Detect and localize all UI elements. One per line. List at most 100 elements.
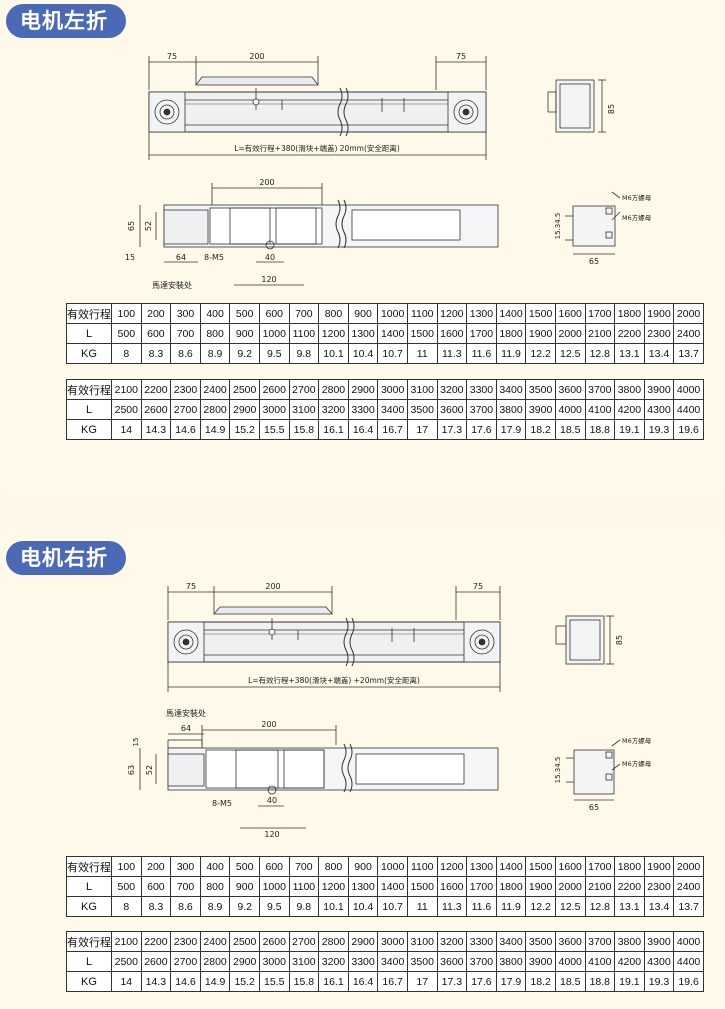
table-cell: 10.4 (347, 896, 379, 917)
table-cell: 2300 (170, 931, 201, 952)
table-cell: 3900 (643, 931, 675, 952)
plan-120: 120 (261, 275, 276, 284)
table-cell: 4000 (554, 951, 586, 972)
table-cell: 8 (111, 896, 142, 917)
table-cell: 16.7 (377, 419, 408, 440)
table-cell: 2900 (347, 379, 379, 400)
table-cell: 3200 (318, 399, 349, 420)
plan-64: 64 (176, 253, 186, 262)
table-cell: 12.8 (584, 896, 616, 917)
table-cell: 700 (288, 303, 320, 324)
table-cell: 4200 (614, 951, 645, 972)
table-cell: 2200 (140, 379, 172, 400)
table-cell: 4000 (673, 379, 704, 400)
table-cell: 11 (406, 343, 438, 364)
table-cell: 2200 (614, 876, 645, 897)
table-cell: 2700 (288, 931, 320, 952)
table-cell: 1000 (258, 323, 290, 344)
table-cell: 19.6 (673, 419, 704, 440)
table-cell: 3100 (406, 379, 438, 400)
table-cell: 19.3 (643, 419, 675, 440)
table-cell: 8.3 (140, 896, 172, 917)
table-cell: 4400 (673, 399, 704, 420)
table-cell: 2600 (140, 951, 172, 972)
table-cell: 3000 (258, 399, 290, 420)
table-cell: 1300 (347, 876, 379, 897)
table-cell: 12.5 (554, 896, 586, 917)
table-cell: 2100 (584, 323, 616, 344)
table-cell: 4000 (554, 399, 586, 420)
table-cell: 16.1 (318, 971, 349, 992)
table-cell: 800 (318, 303, 349, 324)
table-cell: 15.8 (288, 419, 320, 440)
table-cell: 4300 (643, 951, 675, 972)
table-cell: 300 (170, 856, 201, 877)
table-cell: 19.6 (673, 971, 704, 992)
table-cell: 3600 (436, 951, 468, 972)
table-cell: 1000 (258, 876, 290, 897)
row-label: L (66, 323, 112, 344)
table-cell: 3000 (377, 379, 408, 400)
table-cell: 2900 (229, 399, 260, 420)
dim-top-mid: 200 (249, 52, 264, 61)
row-label: KG (66, 971, 112, 992)
table-cell: 13.4 (643, 343, 675, 364)
table-cell: 4400 (673, 951, 704, 972)
table-cell: 17.6 (466, 419, 497, 440)
table-cell: 18.8 (584, 971, 616, 992)
table-cell: 3300 (466, 379, 497, 400)
motor-mount-label: 馬達安裝处 (166, 708, 206, 718)
table-cell: 1400 (377, 876, 408, 897)
table-cell: 2600 (258, 931, 290, 952)
row-label: KG (66, 343, 112, 364)
plan-52: 52 (144, 221, 153, 231)
table-cell: 2800 (318, 931, 349, 952)
row-label: 有效行程 (66, 931, 112, 952)
plan-65: 65 (127, 221, 136, 231)
table-cell: 12.5 (554, 343, 586, 364)
table-cell: 3900 (643, 379, 675, 400)
table-cell: 13.1 (614, 343, 645, 364)
table-cell: 1200 (318, 323, 349, 344)
table-cell: 2200 (140, 931, 172, 952)
table-cell: 1300 (347, 323, 379, 344)
table-cell: 15.8 (288, 971, 320, 992)
table-cell: 2800 (199, 951, 231, 972)
table-cell: 10.7 (377, 343, 408, 364)
table-cell: 200 (140, 856, 172, 877)
table-cell: 1900 (525, 323, 556, 344)
row-label: 有效行程 (66, 303, 112, 324)
table-cell: 2400 (673, 323, 704, 344)
table-cell: 14.3 (140, 419, 172, 440)
table-cell: 500 (111, 876, 142, 897)
table-cell: 4300 (643, 399, 675, 420)
table-cell: 3300 (466, 931, 497, 952)
table-cell: 3500 (406, 399, 438, 420)
table-cell: 3000 (258, 951, 290, 972)
end-m6-a: M6方螺母 (622, 736, 652, 745)
plan-15: 15 (132, 738, 140, 747)
table-cell: 600 (140, 876, 172, 897)
table-cell: 11.3 (436, 343, 468, 364)
table-cell: 2900 (229, 951, 260, 972)
table-cell: 14.9 (199, 419, 231, 440)
table-cell: 3800 (614, 379, 645, 400)
table-cell: 400 (199, 856, 231, 877)
dim-top-left: 75 (186, 582, 196, 591)
table-cell: 15.5 (258, 419, 290, 440)
table-cell: 4000 (673, 931, 704, 952)
table-cell: 1700 (466, 876, 497, 897)
row-label: KG (66, 419, 112, 440)
table-cell: 3700 (466, 399, 497, 420)
length-note: L=有效行程+380(滑块+端盖) +20mm(安全距离) (248, 675, 420, 685)
table-cell: 18.5 (554, 419, 586, 440)
plan-200: 200 (259, 178, 274, 187)
table-cell: 3300 (347, 951, 379, 972)
